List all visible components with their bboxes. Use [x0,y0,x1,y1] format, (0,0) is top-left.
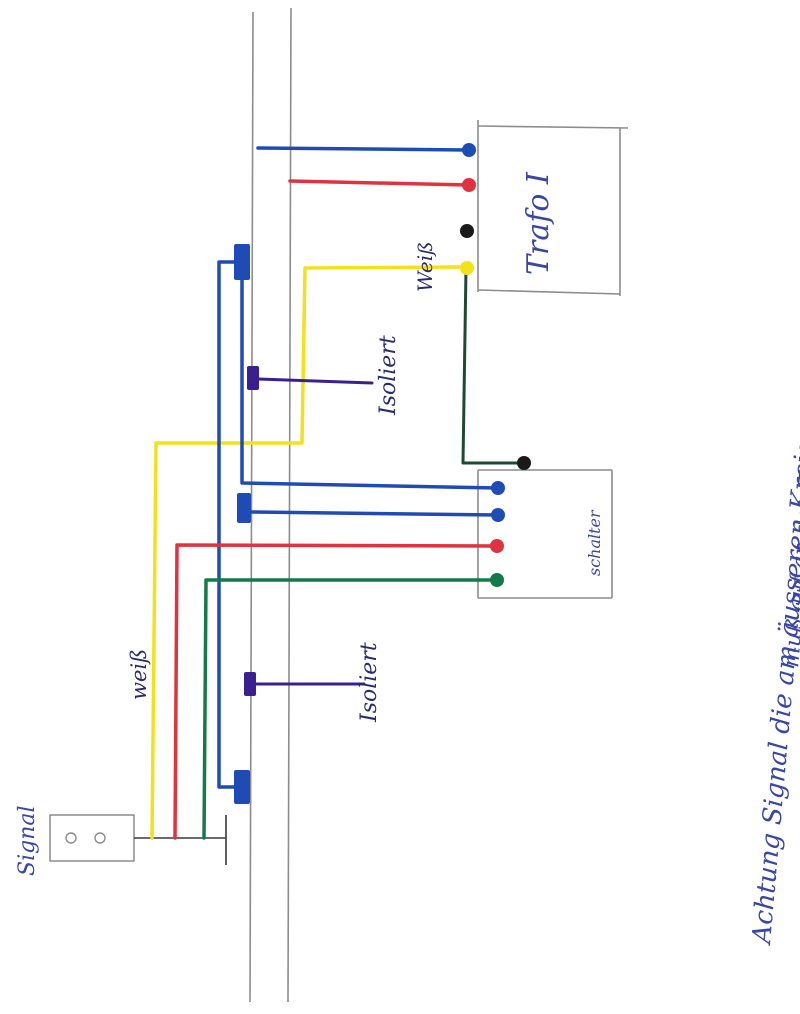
rail-clip-middle [237,493,251,523]
signal-lamp-1 [65,832,77,844]
rail-clip-top [234,244,250,280]
insulator-top [247,366,259,390]
rail-clip-bottom [234,770,250,804]
wire-red-signal [173,543,498,840]
track-rail-inner [249,11,254,1003]
schalter-terminal-red [490,539,504,553]
wire-blue-loop [217,260,242,789]
terminals [460,143,531,587]
wire-yellow [150,265,468,840]
signal-box [49,814,227,865]
trafo-label: Trafo I [521,171,556,275]
trafo-box [477,120,629,296]
schalter-label: schalter [585,509,604,576]
weiss-trafo-label: Weiß [413,241,437,292]
wire-green-signal [202,578,498,840]
weiss-left-label: weiß [127,649,151,700]
schalter-terminal-green [490,573,504,587]
track [249,7,292,1003]
wire-dark-green [461,266,525,465]
schalter-terminal-blue-1 [491,481,505,495]
schalter-box [477,469,613,599]
wire-red-trafo [288,179,470,187]
trafo-terminal-red [462,178,476,192]
schalter-terminal-black [517,456,531,470]
wires [150,146,525,840]
trafo-terminal-black [460,224,474,238]
wire-purple-isolated-top [256,377,374,385]
trafo-terminal-blue [462,143,476,157]
rail-clips [234,244,259,804]
isoliert-bottom-label: Isoliert [357,642,382,723]
track-rail-outer [287,7,292,1003]
schalter-terminal-blue-2 [491,508,505,522]
wire-blue-trafo [256,146,470,152]
wire-blue-schalter-2 [248,510,499,517]
wire-blue-schalter-1 [240,260,499,490]
signal-lamp-2 [94,832,106,844]
insulator-bottom [244,672,256,696]
trafo-terminal-yellow [460,261,474,275]
signal-label: Signal [15,805,40,876]
isoliert-top-label: Isoliert [376,335,401,416]
